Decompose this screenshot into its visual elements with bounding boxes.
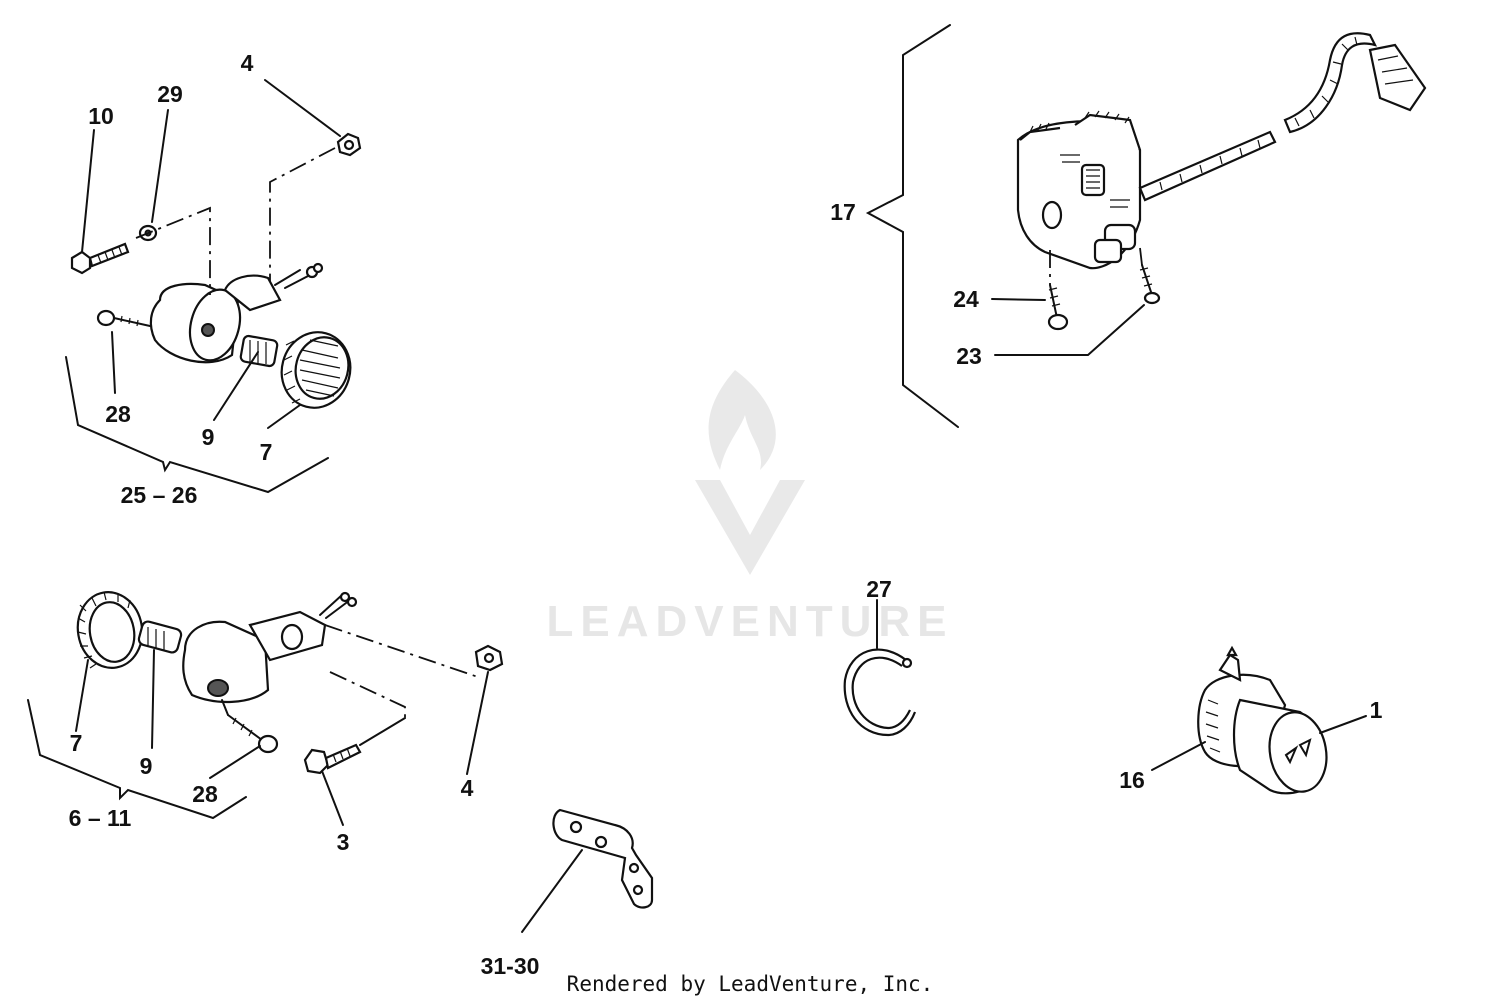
watermark-brand: LEADVENTURE [546, 597, 953, 646]
c-clip-27 [843, 599, 917, 737]
callout-1: 1 [1370, 697, 1383, 723]
flame-v-logo-icon [695, 370, 805, 575]
bulb-9-front [239, 334, 279, 368]
handlebar-switch-assembly [865, 24, 1427, 428]
signal-housing-rear [182, 591, 358, 703]
watermark: LEADVENTURE [546, 370, 953, 646]
callout-4-top: 4 [241, 50, 254, 76]
callout-9-top: 9 [202, 424, 215, 450]
mounting-bracket-31-30 [521, 808, 654, 933]
callout-29: 29 [157, 81, 183, 107]
callout-28-bottom: 28 [192, 781, 218, 807]
callout-25-26: 25 – 26 [121, 482, 198, 508]
lens-7-rear [76, 591, 144, 669]
callout-7-bottom: 7 [70, 730, 83, 756]
callout-6-11: 6 – 11 [69, 805, 132, 831]
bolt-10 [70, 242, 130, 275]
bulb-9-rear [137, 620, 183, 654]
footer-credit: Rendered by LeadVenture, Inc. [566, 972, 934, 996]
lens-7-front [280, 331, 352, 409]
callout-17: 17 [830, 199, 856, 225]
switch-housing [1016, 110, 1142, 270]
bolt-3 [303, 743, 362, 775]
nut-4-top [336, 132, 362, 157]
screw-23 [1139, 264, 1161, 305]
turn-signal-assembly-front [65, 79, 362, 494]
callout-16: 16 [1119, 767, 1145, 793]
ignition-switch-1-16 [1151, 645, 1367, 795]
callout-4-bottom: 4 [461, 775, 474, 801]
callout-31-30: 31-30 [481, 953, 540, 979]
callout-24: 24 [953, 286, 979, 312]
screw-24 [1047, 284, 1069, 331]
turn-signal-assembly-rear [27, 591, 504, 826]
switch-cable [1138, 32, 1427, 202]
callout-3: 3 [337, 829, 350, 855]
screw-28-rear [227, 714, 279, 754]
signal-housing-front [149, 262, 324, 364]
callout-9-bottom: 9 [140, 753, 153, 779]
screw-28-front [96, 309, 151, 327]
callout-27: 27 [866, 576, 892, 602]
callout-10: 10 [88, 103, 114, 129]
callout-23: 23 [956, 343, 982, 369]
nut-4-rear [474, 644, 504, 672]
callout-7-top: 7 [260, 439, 273, 465]
callout-28-top: 28 [105, 401, 131, 427]
